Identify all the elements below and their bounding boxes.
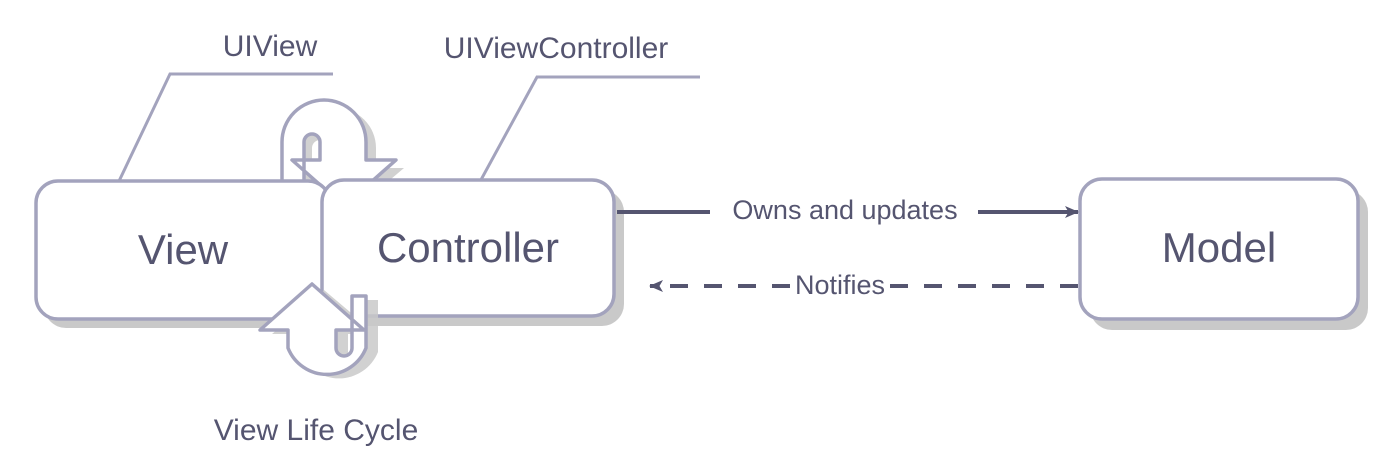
controller-box[interactable] bbox=[320, 178, 616, 318]
controller-to-view-hook-arrow bbox=[258, 282, 378, 379]
uiviewcontroller-annotation-label: UIViewController bbox=[444, 32, 669, 65]
uiview-leader-line bbox=[108, 72, 333, 201]
owns-and-updates-edge-label: Owns and updates bbox=[732, 195, 957, 225]
node-boxes bbox=[34, 177, 1360, 321]
uiviewcontroller-leader-line bbox=[468, 75, 700, 201]
uiview-annotation-label: UIView bbox=[223, 30, 318, 63]
model-box-label: Model bbox=[1162, 224, 1276, 271]
model-box[interactable] bbox=[1078, 177, 1360, 321]
notifies-edge-label: Notifies bbox=[795, 270, 885, 300]
view-life-cycle-annotation-label: View Life Cycle bbox=[214, 414, 419, 447]
controller-box-label: Controller bbox=[377, 224, 559, 271]
view-box-label: View bbox=[138, 226, 229, 273]
hook-arrow-bottom-shape bbox=[258, 282, 368, 377]
annotation-leader-lines bbox=[108, 72, 700, 201]
